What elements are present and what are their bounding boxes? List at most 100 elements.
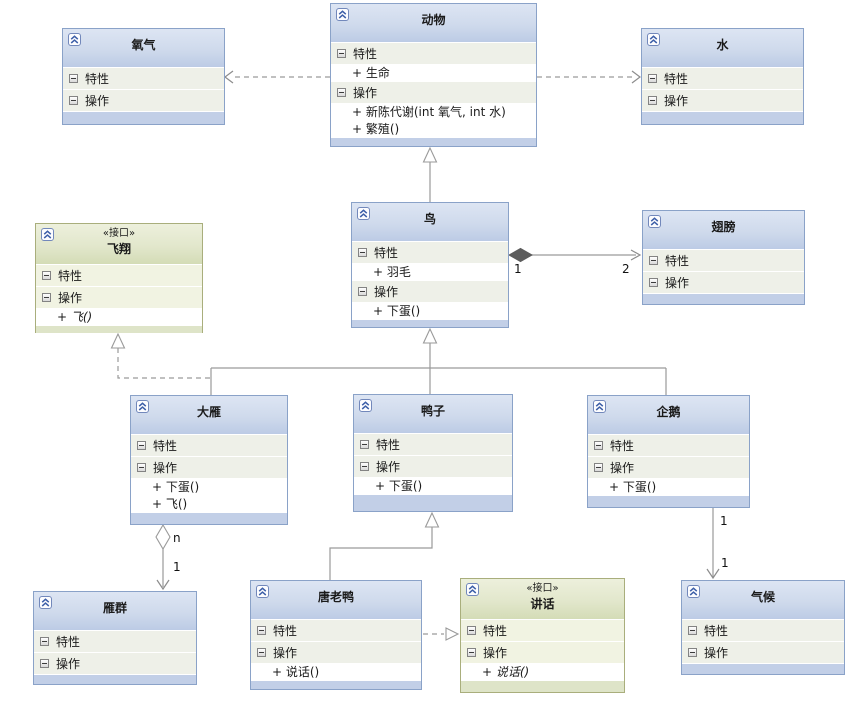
collapse-chevron-icon[interactable]: [687, 585, 700, 598]
operations-section[interactable]: 操作: [354, 456, 512, 477]
operation-item[interactable]: + 下蛋(): [354, 477, 512, 494]
operation-item[interactable]: + 下蛋(): [131, 478, 287, 495]
section-minus-icon: [358, 287, 367, 296]
attributes-section[interactable]: 特性: [331, 43, 536, 64]
class-box-penguin[interactable]: 企鹅 特性 操作 + 下蛋(): [587, 395, 750, 508]
operations-section[interactable]: 操作: [331, 82, 536, 103]
class-box-climate[interactable]: 气候 特性 操作: [681, 580, 845, 675]
section-label: 特性: [56, 635, 81, 649]
multiplicity-label: n: [173, 531, 181, 545]
collapse-chevron-icon[interactable]: [357, 207, 370, 220]
operation-item[interactable]: + 说话(): [251, 663, 421, 680]
operations-section[interactable]: 操作: [642, 90, 803, 111]
section-minus-icon: [137, 463, 146, 472]
class-box-bird[interactable]: 鸟 特性 + 羽毛 操作 + 下蛋(): [351, 202, 509, 328]
collapse-chevron-icon[interactable]: [41, 228, 54, 241]
dependency-animal-water[interactable]: [537, 70, 641, 84]
operations-section[interactable]: 操作: [352, 281, 508, 302]
interface-box-fly[interactable]: «接口» 飞翔 特性 操作 + 飞(): [35, 223, 203, 333]
section-label: 操作: [153, 461, 178, 475]
composition-bird-wing[interactable]: [507, 247, 642, 263]
class-box-donaldduck[interactable]: 唐老鸭 特性 操作 + 说话(): [250, 580, 422, 690]
section-label: 特性: [273, 624, 298, 638]
class-box-wing[interactable]: 翅膀 特性 操作: [642, 210, 805, 305]
operations-section[interactable]: 操作: [588, 457, 749, 478]
class-title: 大雁: [196, 405, 221, 419]
class-header: 雁群: [34, 592, 196, 630]
interface-box-speak[interactable]: «接口» 讲话 特性 操作 + 说话(): [460, 578, 625, 693]
class-header: 气候: [682, 581, 844, 619]
collapse-chevron-icon[interactable]: [68, 33, 81, 46]
realization-wildgoose-fly[interactable]: [110, 332, 212, 379]
collapse-chevron-icon[interactable]: [648, 215, 661, 228]
class-header: 企鹅: [588, 396, 749, 434]
operations-section[interactable]: 操作: [63, 90, 224, 111]
operations-section[interactable]: 操作: [643, 272, 804, 293]
operation-item[interactable]: + 说话(): [461, 663, 624, 680]
operations-section[interactable]: 操作: [251, 642, 421, 663]
section-minus-icon: [360, 440, 369, 449]
attribute-item[interactable]: + 生命: [331, 64, 536, 81]
collapse-chevron-icon[interactable]: [466, 583, 479, 596]
attributes-section[interactable]: 特性: [682, 620, 844, 641]
attributes-section[interactable]: 特性: [354, 434, 512, 455]
operations-section[interactable]: 操作: [34, 653, 196, 674]
interface-header: «接口» 讲话: [461, 579, 624, 619]
multiplicity-label: 1: [720, 514, 728, 528]
section-label: 操作: [376, 460, 401, 474]
attributes-section[interactable]: 特性: [63, 68, 224, 89]
section-minus-icon: [649, 256, 658, 265]
class-box-animal[interactable]: 动物 特性 + 生命 操作 + 新陈代谢(int 氧气, int 水) + 繁殖…: [330, 3, 537, 147]
operations-section[interactable]: 操作: [131, 457, 287, 478]
operation-item[interactable]: + 下蛋(): [588, 478, 749, 495]
attributes-section[interactable]: 特性: [251, 620, 421, 641]
attributes-section[interactable]: 特性: [352, 242, 508, 263]
section-minus-icon: [69, 96, 78, 105]
class-box-oxygen[interactable]: 氧气 特性 操作: [62, 28, 225, 125]
collapse-chevron-icon[interactable]: [39, 596, 52, 609]
generalization-tree-bird-children[interactable]: [210, 327, 667, 395]
realization-donaldduck-speak[interactable]: [423, 627, 460, 641]
class-box-water[interactable]: 水 特性 操作: [641, 28, 804, 125]
collapse-chevron-icon[interactable]: [359, 399, 372, 412]
operations-section[interactable]: 操作: [36, 287, 202, 308]
section-label: 操作: [483, 646, 508, 660]
attributes-section[interactable]: 特性: [461, 620, 624, 641]
collapse-chevron-icon[interactable]: [593, 400, 606, 413]
operations-section[interactable]: 操作: [682, 642, 844, 663]
class-box-duck[interactable]: 鸭子 特性 操作 + 下蛋(): [353, 394, 513, 512]
operation-item[interactable]: + 飞(): [36, 308, 202, 325]
operation-item[interactable]: + 新陈代谢(int 氧气, int 水): [331, 103, 536, 120]
collapse-chevron-icon[interactable]: [136, 400, 149, 413]
attribute-item[interactable]: + 羽毛: [352, 263, 508, 280]
operations-section[interactable]: 操作: [461, 642, 624, 663]
section-label: 操作: [85, 94, 110, 108]
attributes-section[interactable]: 特性: [643, 250, 804, 271]
section-minus-icon: [257, 648, 266, 657]
class-header: 唐老鸭: [251, 581, 421, 619]
operation-item[interactable]: + 繁殖(): [331, 120, 536, 137]
class-box-wildgoose[interactable]: 大雁 特性 操作 + 下蛋() + 飞(): [130, 395, 288, 525]
operation-item[interactable]: + 飞(): [131, 495, 287, 512]
attributes-section[interactable]: 特性: [131, 435, 287, 456]
dependency-animal-oxygen[interactable]: [224, 70, 330, 84]
section-label: 特性: [665, 254, 690, 268]
collapse-chevron-icon[interactable]: [336, 8, 349, 21]
generalization-donaldduck-duck[interactable]: [329, 511, 440, 580]
attributes-section[interactable]: 特性: [34, 631, 196, 652]
attributes-section[interactable]: 特性: [642, 68, 803, 89]
collapse-chevron-icon[interactable]: [256, 585, 269, 598]
attributes-section[interactable]: 特性: [36, 265, 202, 286]
attributes-section[interactable]: 特性: [588, 435, 749, 456]
section-minus-icon: [467, 648, 476, 657]
association-penguin-climate[interactable]: [706, 508, 720, 580]
collapse-chevron-icon[interactable]: [647, 33, 660, 46]
aggregation-wildgoose-gooseflock[interactable]: [155, 523, 171, 591]
section-minus-icon: [648, 74, 657, 83]
section-label: 操作: [58, 291, 83, 305]
footer-strip: [682, 664, 844, 674]
class-box-gooseflock[interactable]: 雁群 特性 操作: [33, 591, 197, 685]
generalization-bird-animal[interactable]: [422, 146, 438, 202]
operation-item[interactable]: + 下蛋(): [352, 302, 508, 319]
section-label: 操作: [374, 285, 399, 299]
